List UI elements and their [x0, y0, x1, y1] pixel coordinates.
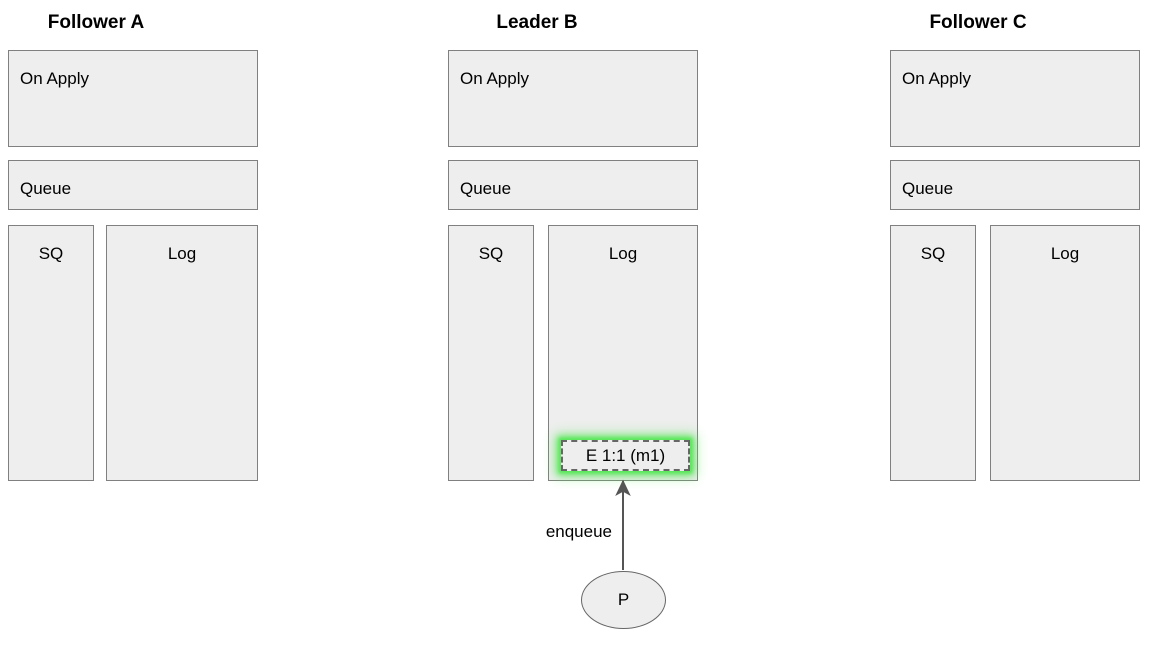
- leader-b-sq-box-label: SQ: [478, 244, 504, 263]
- column-title-leader-b: Leader B: [496, 12, 578, 33]
- follower-c-sq-box: [890, 225, 976, 481]
- leader-b-sq-box: [448, 225, 534, 481]
- leader-b-queue-box-label: Queue: [460, 179, 512, 198]
- follower-a-on-apply-box-label: On Apply: [20, 69, 89, 88]
- follower-a-sq-box-label: SQ: [38, 244, 64, 263]
- follower-c-log-box-label: Log: [1050, 244, 1080, 263]
- follower-a-log-box-label: Log: [167, 244, 197, 263]
- follower-c-queue-box-label: Queue: [902, 179, 954, 198]
- follower-a-log-box: [106, 225, 258, 481]
- follower-a-queue-box: [8, 160, 258, 210]
- leader-b-queue-box: [448, 160, 698, 210]
- column-title-follower-a: Follower A: [47, 12, 145, 33]
- leader-b-on-apply-box: [448, 50, 698, 147]
- leader-b-on-apply-box-label: On Apply: [460, 69, 529, 88]
- follower-a-sq-box: [8, 225, 94, 481]
- follower-c-log-box: [990, 225, 1140, 481]
- follower-a-on-apply-box: [8, 50, 258, 147]
- client-node-p[interactable]: P: [581, 571, 666, 629]
- enqueue-edge-label: enqueue: [545, 522, 612, 541]
- follower-c-sq-box-label: SQ: [920, 244, 946, 263]
- follower-c-queue-box: [890, 160, 1140, 210]
- leader-b-log-entry-0[interactable]: E 1:1 (m1): [561, 440, 690, 471]
- follower-c-on-apply-box: [890, 50, 1140, 147]
- leader-b-log-box-label: Log: [608, 244, 638, 263]
- column-title-follower-c: Follower C: [929, 12, 1027, 33]
- follower-a-queue-box-label: Queue: [20, 179, 72, 198]
- follower-c-on-apply-box-label: On Apply: [902, 69, 971, 88]
